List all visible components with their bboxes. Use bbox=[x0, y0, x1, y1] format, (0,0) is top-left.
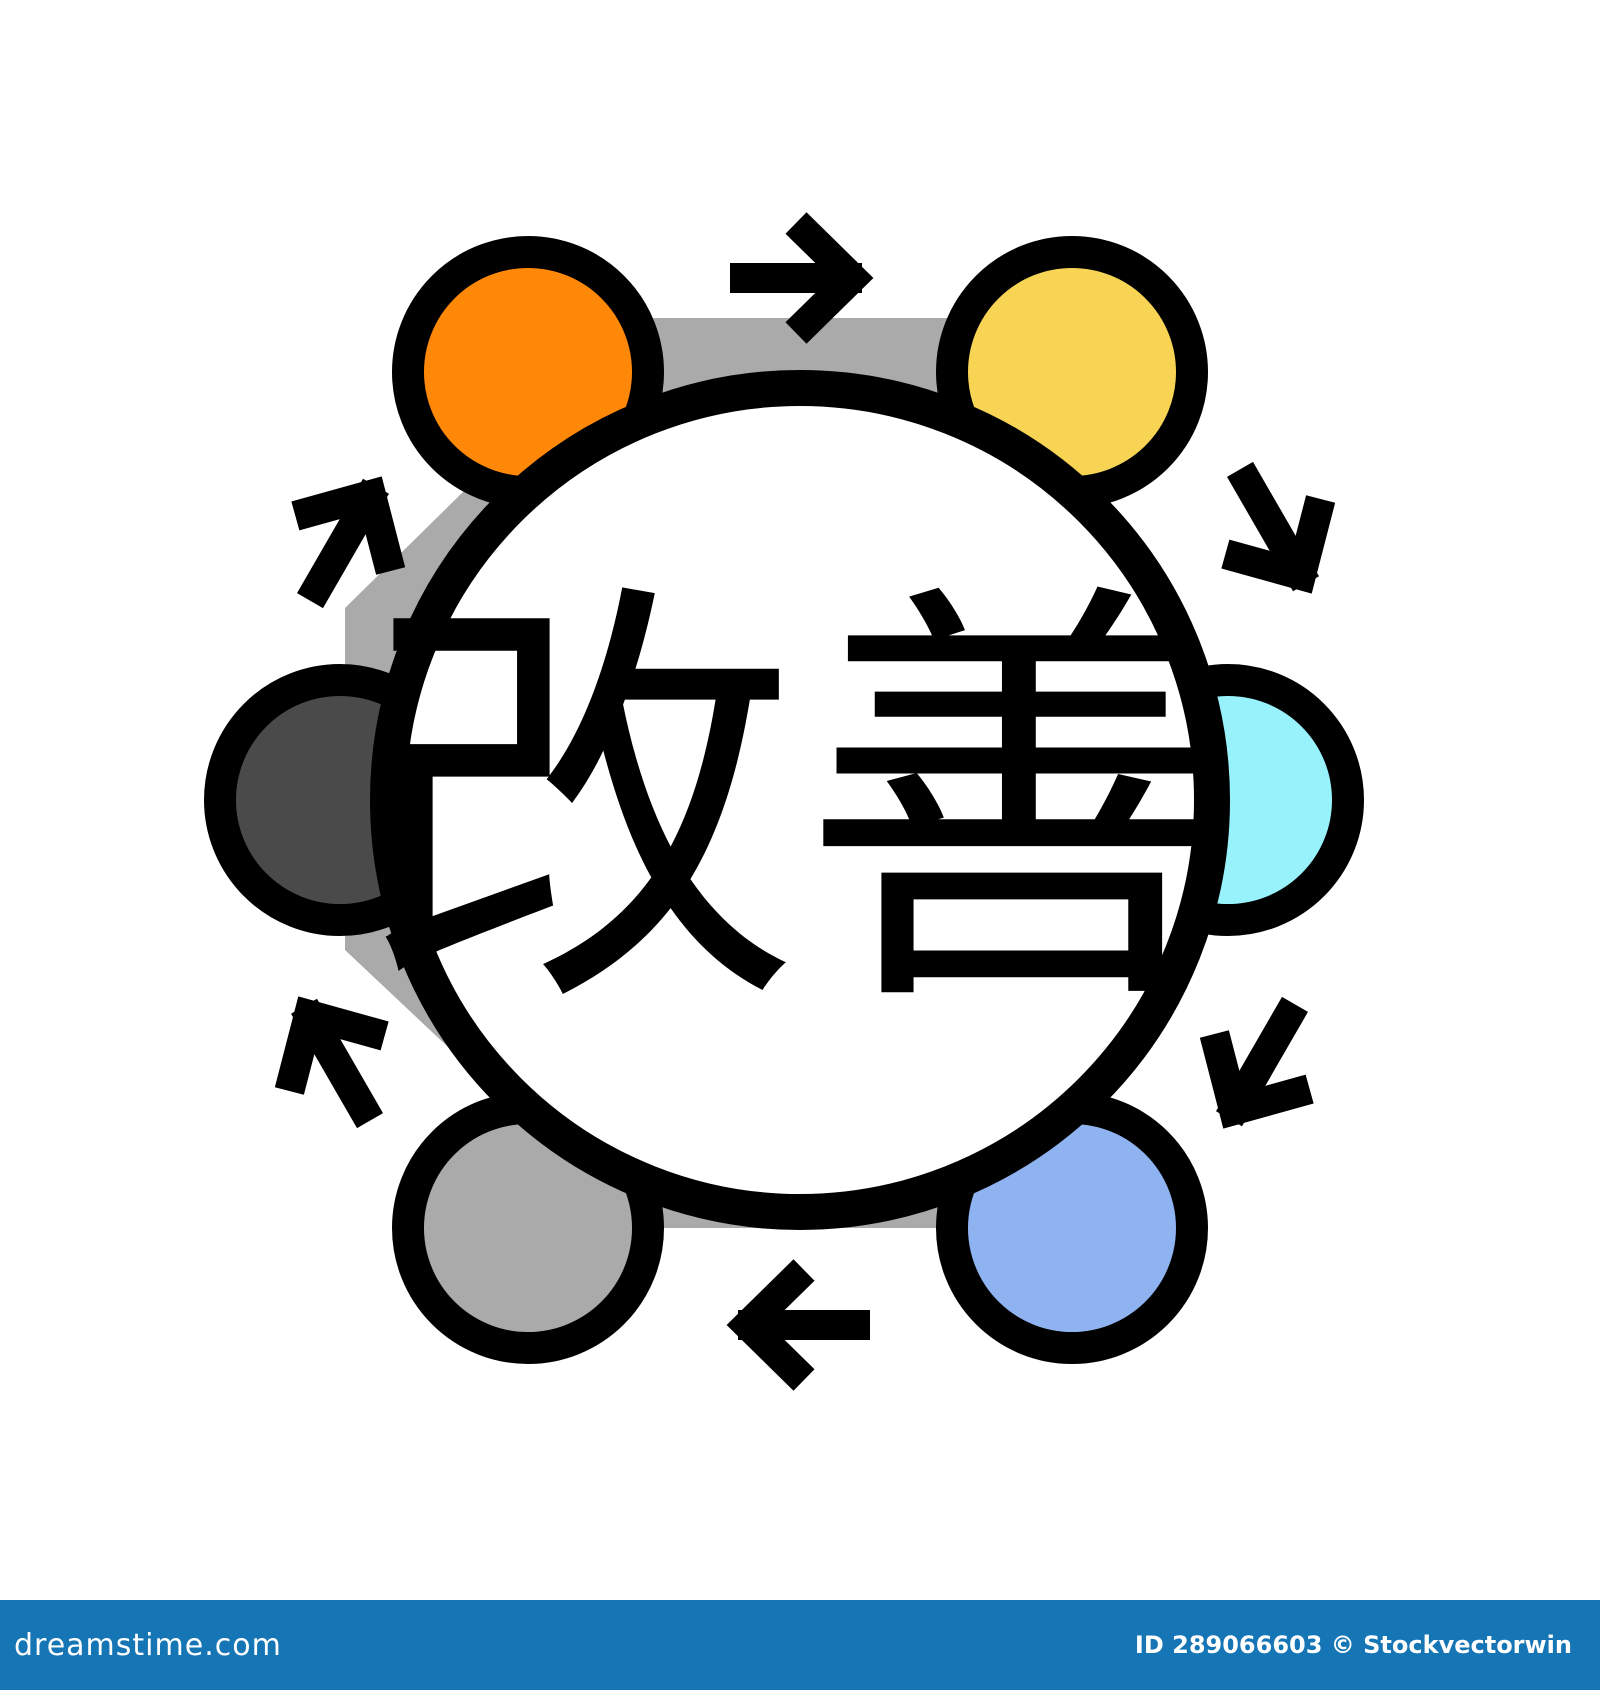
center-circle bbox=[370, 370, 1230, 1230]
arrow-up-right-icon bbox=[291, 476, 406, 609]
arrow-up-left-icon bbox=[274, 996, 389, 1129]
image-credit: ID 289066603 © Stockvectorwin bbox=[1134, 1631, 1572, 1659]
kaizen-kanji: 改善 bbox=[360, 549, 1240, 1061]
kaizen-icon: 改善 bbox=[204, 212, 1364, 1391]
watermark-footer: dreamstime.com ID 289066603 © Stockvecto… bbox=[0, 1600, 1600, 1690]
arrow-down-left-icon bbox=[1199, 996, 1314, 1129]
arrow-left-icon bbox=[726, 1259, 870, 1391]
arrow-down-right-icon bbox=[1221, 461, 1336, 594]
arrow-right-icon bbox=[730, 212, 874, 344]
brand-label: dreamstime.com bbox=[14, 1627, 282, 1663]
